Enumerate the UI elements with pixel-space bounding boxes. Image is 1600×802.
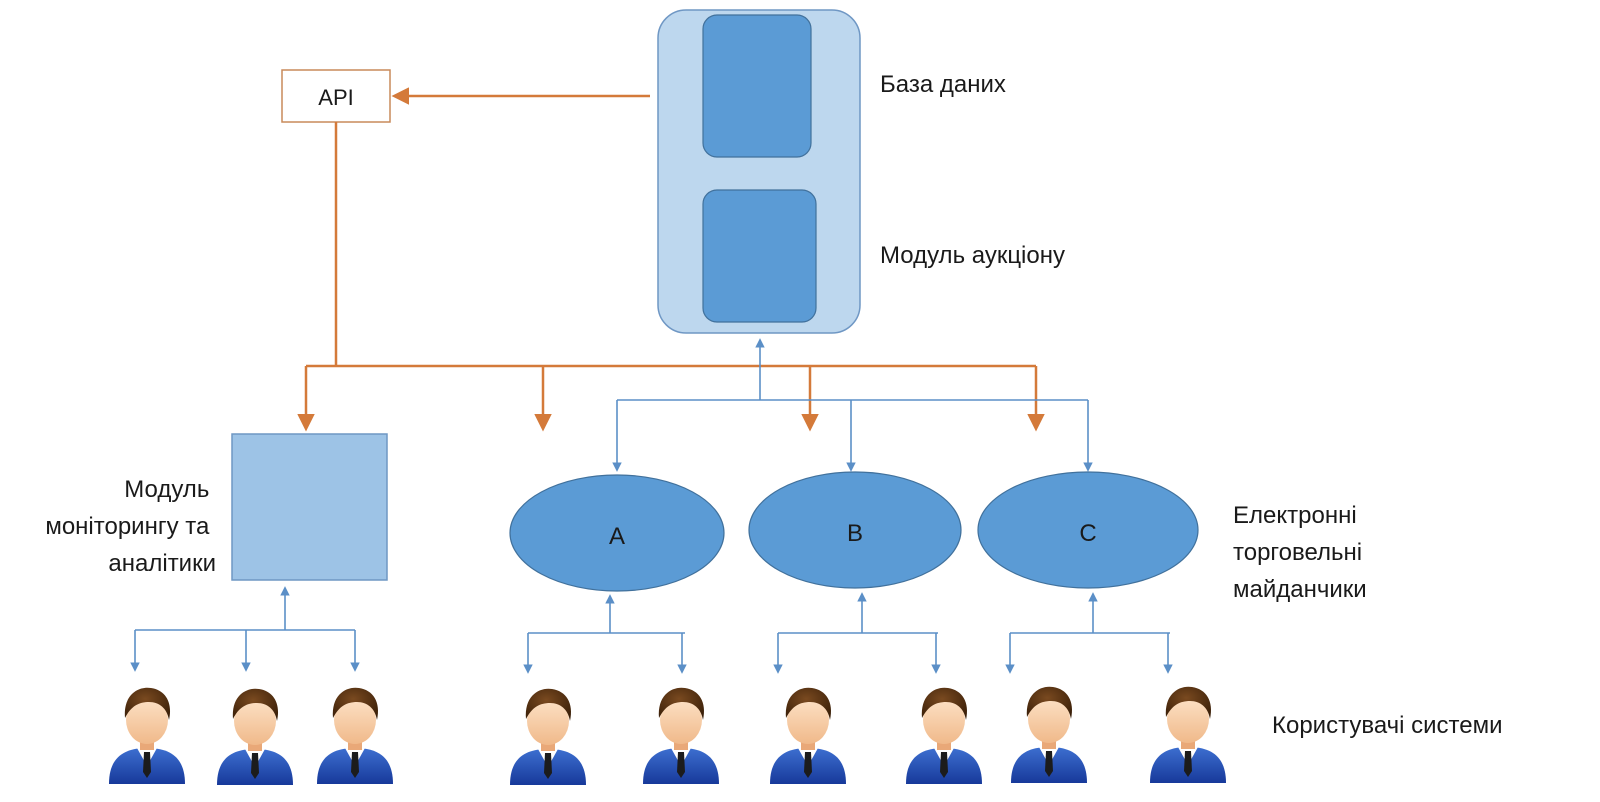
user-icon [109,687,185,784]
user-icon [643,687,719,784]
user-icon [217,688,293,785]
marketplace-c [977,471,1199,589]
users-group-marketplace-a [510,687,719,785]
database-label: База даних [880,71,1006,98]
marketplace-b [748,471,962,589]
api-distribution-lines [297,122,1045,432]
marketplace-c-label: C [1079,520,1096,547]
monitoring-module-box [231,433,388,581]
marketplace-to-auction-lines [612,338,1093,472]
users-to-marketplace-c-lines [1005,592,1173,674]
api-label: API [318,85,353,110]
api-box [281,69,391,123]
user-icon [770,687,846,784]
marketplace-a-label: A [609,523,625,550]
users-group-monitoring [109,687,393,785]
user-icon [906,687,982,784]
user-icon [317,687,393,784]
database-block [702,14,812,158]
user-icon [1011,686,1087,783]
auction-module-block [702,189,817,323]
users-to-marketplace-b-lines [773,592,941,674]
user-icon [510,688,586,785]
users-group-marketplace-c [1011,686,1226,783]
monitoring-module-label: Модуль моніторингу та аналітики [45,476,216,577]
auction-module-label: Модуль аукціону [880,242,1065,269]
users-label: Користувачі системи [1272,712,1503,739]
users-group-marketplace-b [770,687,982,784]
user-icon [1150,686,1226,783]
marketplace-a [509,474,725,592]
marketplace-b-label: B [847,520,863,547]
users-to-monitoring-lines [130,586,360,672]
marketplaces-label: Електронні торговельні майданчики [1233,502,1369,603]
users-to-marketplace-a-lines [523,594,687,674]
